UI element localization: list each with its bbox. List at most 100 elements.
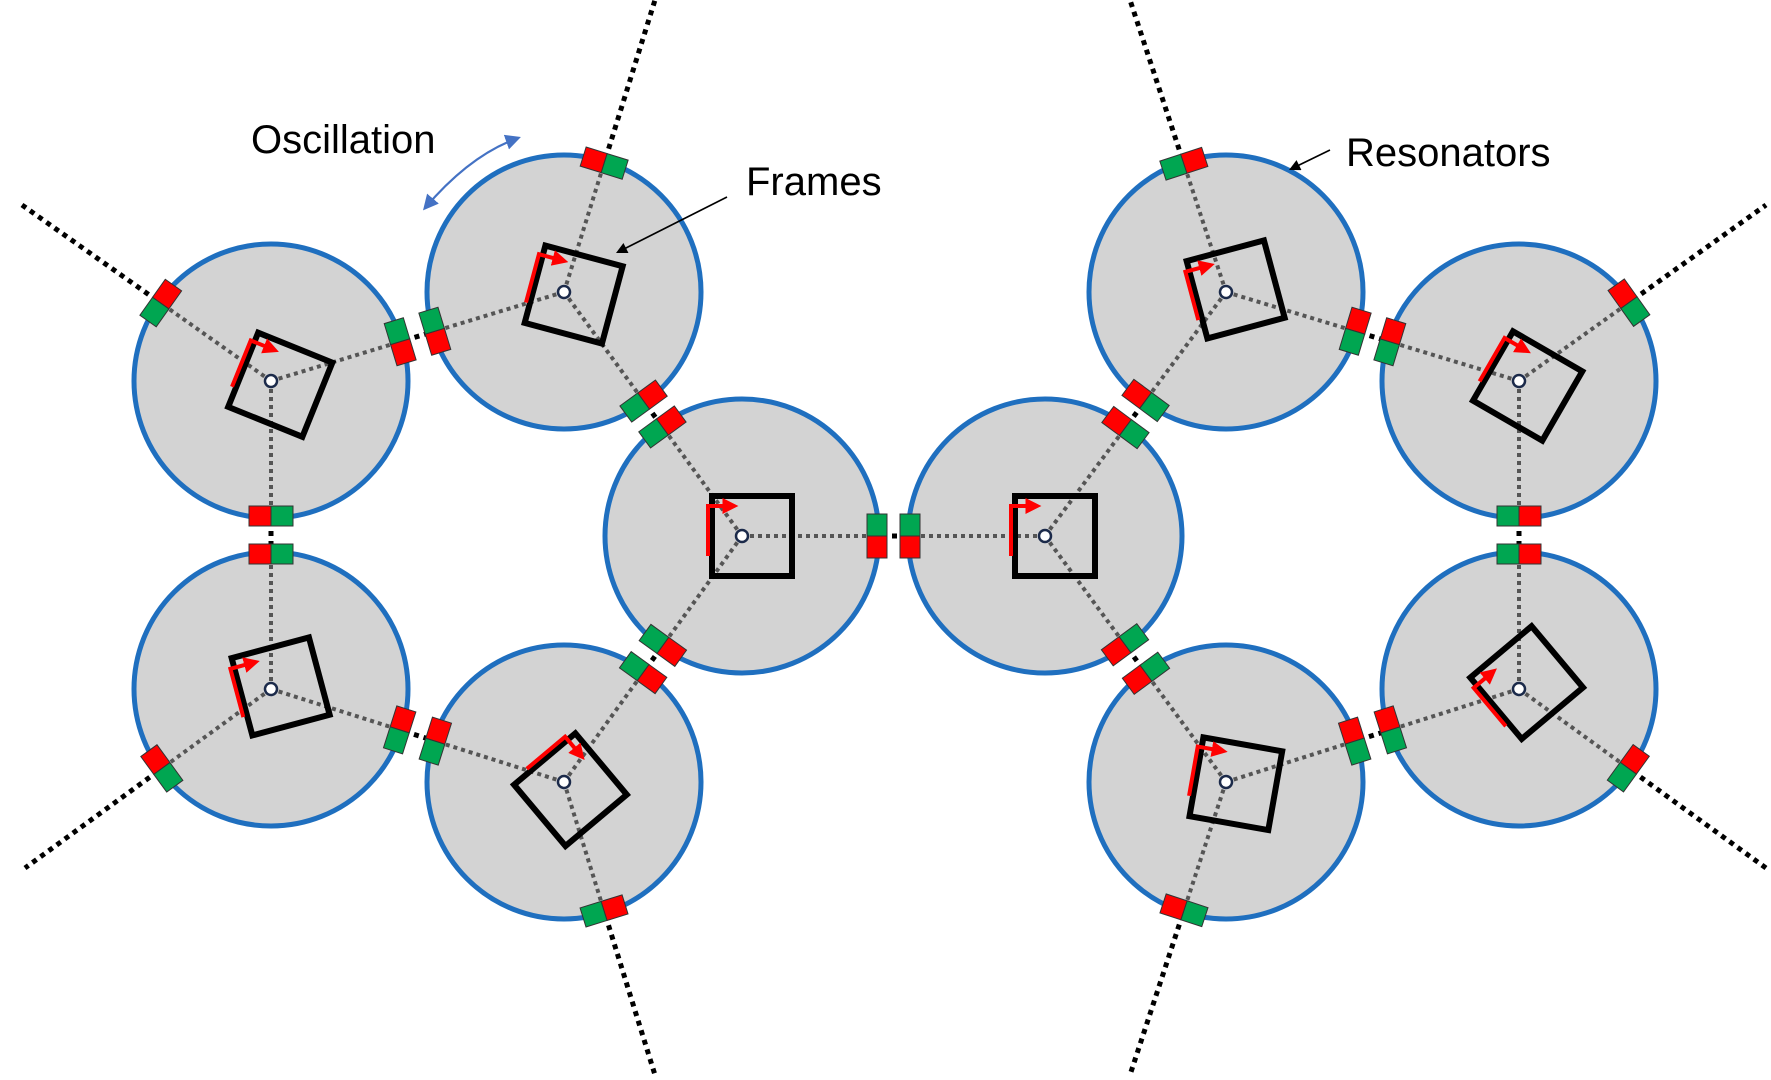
- oscillation-label: Oscillation: [251, 118, 436, 162]
- spoke-line: [1387, 339, 1520, 383]
- magnet-pole: [899, 535, 921, 559]
- magnet-pole: [636, 663, 668, 695]
- magnet-pole: [1518, 505, 1542, 527]
- frame-square: [1182, 236, 1289, 343]
- spin-arrow-icon: [1470, 668, 1508, 728]
- magnet-block: [1338, 306, 1372, 356]
- magnet-pole: [1121, 378, 1153, 410]
- pivot-icon: [556, 284, 572, 300]
- magnet-block: [140, 744, 184, 793]
- pivot-icon: [263, 681, 279, 697]
- magnet-array: [139, 146, 1651, 928]
- magnet-block: [619, 379, 668, 423]
- magnet-pole: [1159, 893, 1188, 921]
- spin-arrow-icon: [1477, 335, 1531, 383]
- spin-arrow-icon: [1187, 741, 1228, 797]
- spoke-line: [270, 687, 403, 733]
- magnet-pole: [248, 543, 272, 565]
- pivot-icon: [734, 528, 750, 544]
- magnet-pole: [1373, 705, 1401, 734]
- magnet-pole: [899, 513, 921, 537]
- magnet-block: [1373, 705, 1408, 755]
- magnet-pole: [418, 306, 446, 335]
- magnet-block: [382, 705, 417, 755]
- spoke-line: [660, 534, 744, 649]
- frame-square: [227, 633, 334, 740]
- magnet-pole: [1100, 635, 1132, 667]
- frame: [224, 328, 337, 441]
- magnet-pole: [248, 505, 272, 527]
- magnet-pole: [270, 543, 294, 565]
- frame: [1186, 733, 1286, 834]
- magnet-pole: [1379, 317, 1407, 346]
- frame-square: [1466, 621, 1588, 744]
- magnet-block: [579, 894, 629, 928]
- magnet-pole: [579, 900, 608, 928]
- magnet-pole: [1496, 543, 1520, 565]
- frame: [227, 633, 334, 740]
- magnet-pole: [1344, 737, 1372, 766]
- magnet-pole: [270, 505, 294, 527]
- magnet-block: [248, 543, 294, 565]
- pivot-icon: [263, 373, 279, 389]
- magnet-pole: [1518, 543, 1542, 565]
- spoke-line: [562, 669, 646, 784]
- magnet-block: [638, 405, 687, 449]
- frame: [1182, 236, 1289, 343]
- spoke-line: [562, 781, 607, 914]
- pivot-icon: [1511, 373, 1527, 389]
- inner-coupling-lines: [157, 160, 1632, 914]
- magnet-pole: [1180, 146, 1209, 174]
- magnet-pole: [866, 513, 888, 537]
- magnet-pole: [1139, 651, 1171, 683]
- magnet-pole: [600, 152, 629, 180]
- spin-arrow-icon: [525, 733, 585, 771]
- spin-arrow-icon: [524, 250, 569, 304]
- magnet-pole: [1496, 505, 1520, 527]
- magnet-pole: [425, 716, 453, 745]
- frames-label: Frames: [746, 160, 882, 204]
- frame-square: [709, 493, 795, 579]
- magnet-block: [1496, 543, 1542, 565]
- magnet-block: [1121, 651, 1171, 696]
- spin-arrow-icon: [1009, 498, 1042, 556]
- resonators-pointer-icon: [1288, 149, 1331, 171]
- spoke-line: [159, 687, 273, 772]
- magnet-block: [1121, 378, 1170, 423]
- magnet-pole: [1338, 327, 1366, 356]
- frame: [520, 241, 627, 348]
- spoke-line: [659, 424, 744, 538]
- magnet-pole: [619, 392, 651, 423]
- magnet-pole: [1606, 761, 1638, 793]
- frame: [1468, 327, 1587, 445]
- pivot-icon: [556, 774, 572, 790]
- frame: [509, 729, 632, 851]
- magnet-pole: [151, 278, 183, 310]
- spoke-line: [1225, 290, 1358, 334]
- spoke-line: [1043, 534, 1128, 648]
- magnet-block: [1159, 893, 1209, 928]
- magnet-block: [1101, 405, 1150, 450]
- frame-square: [1012, 493, 1098, 579]
- frame-square: [1186, 733, 1286, 834]
- magnet-block: [866, 513, 888, 559]
- spoke-line: [562, 290, 647, 404]
- magnet-block: [139, 278, 183, 328]
- spin-arrow-icon: [1182, 260, 1215, 321]
- magnet-pole: [140, 744, 171, 776]
- frame-square: [1468, 327, 1587, 445]
- magnet-block: [1496, 505, 1542, 527]
- spoke-line: [1181, 161, 1228, 293]
- frames-pointer-icon: [616, 196, 728, 254]
- spoke-line: [562, 160, 607, 293]
- spoke-line: [1142, 290, 1228, 404]
- magnet-pole: [638, 623, 670, 655]
- spin-arrow-icon: [227, 657, 260, 718]
- magnet-block: [248, 505, 294, 527]
- spoke-line: [1043, 424, 1129, 538]
- resonator-array: [131, 152, 1659, 922]
- frame-square: [224, 328, 337, 441]
- magnet-pole: [655, 405, 687, 436]
- pivot-icon: [1037, 528, 1053, 544]
